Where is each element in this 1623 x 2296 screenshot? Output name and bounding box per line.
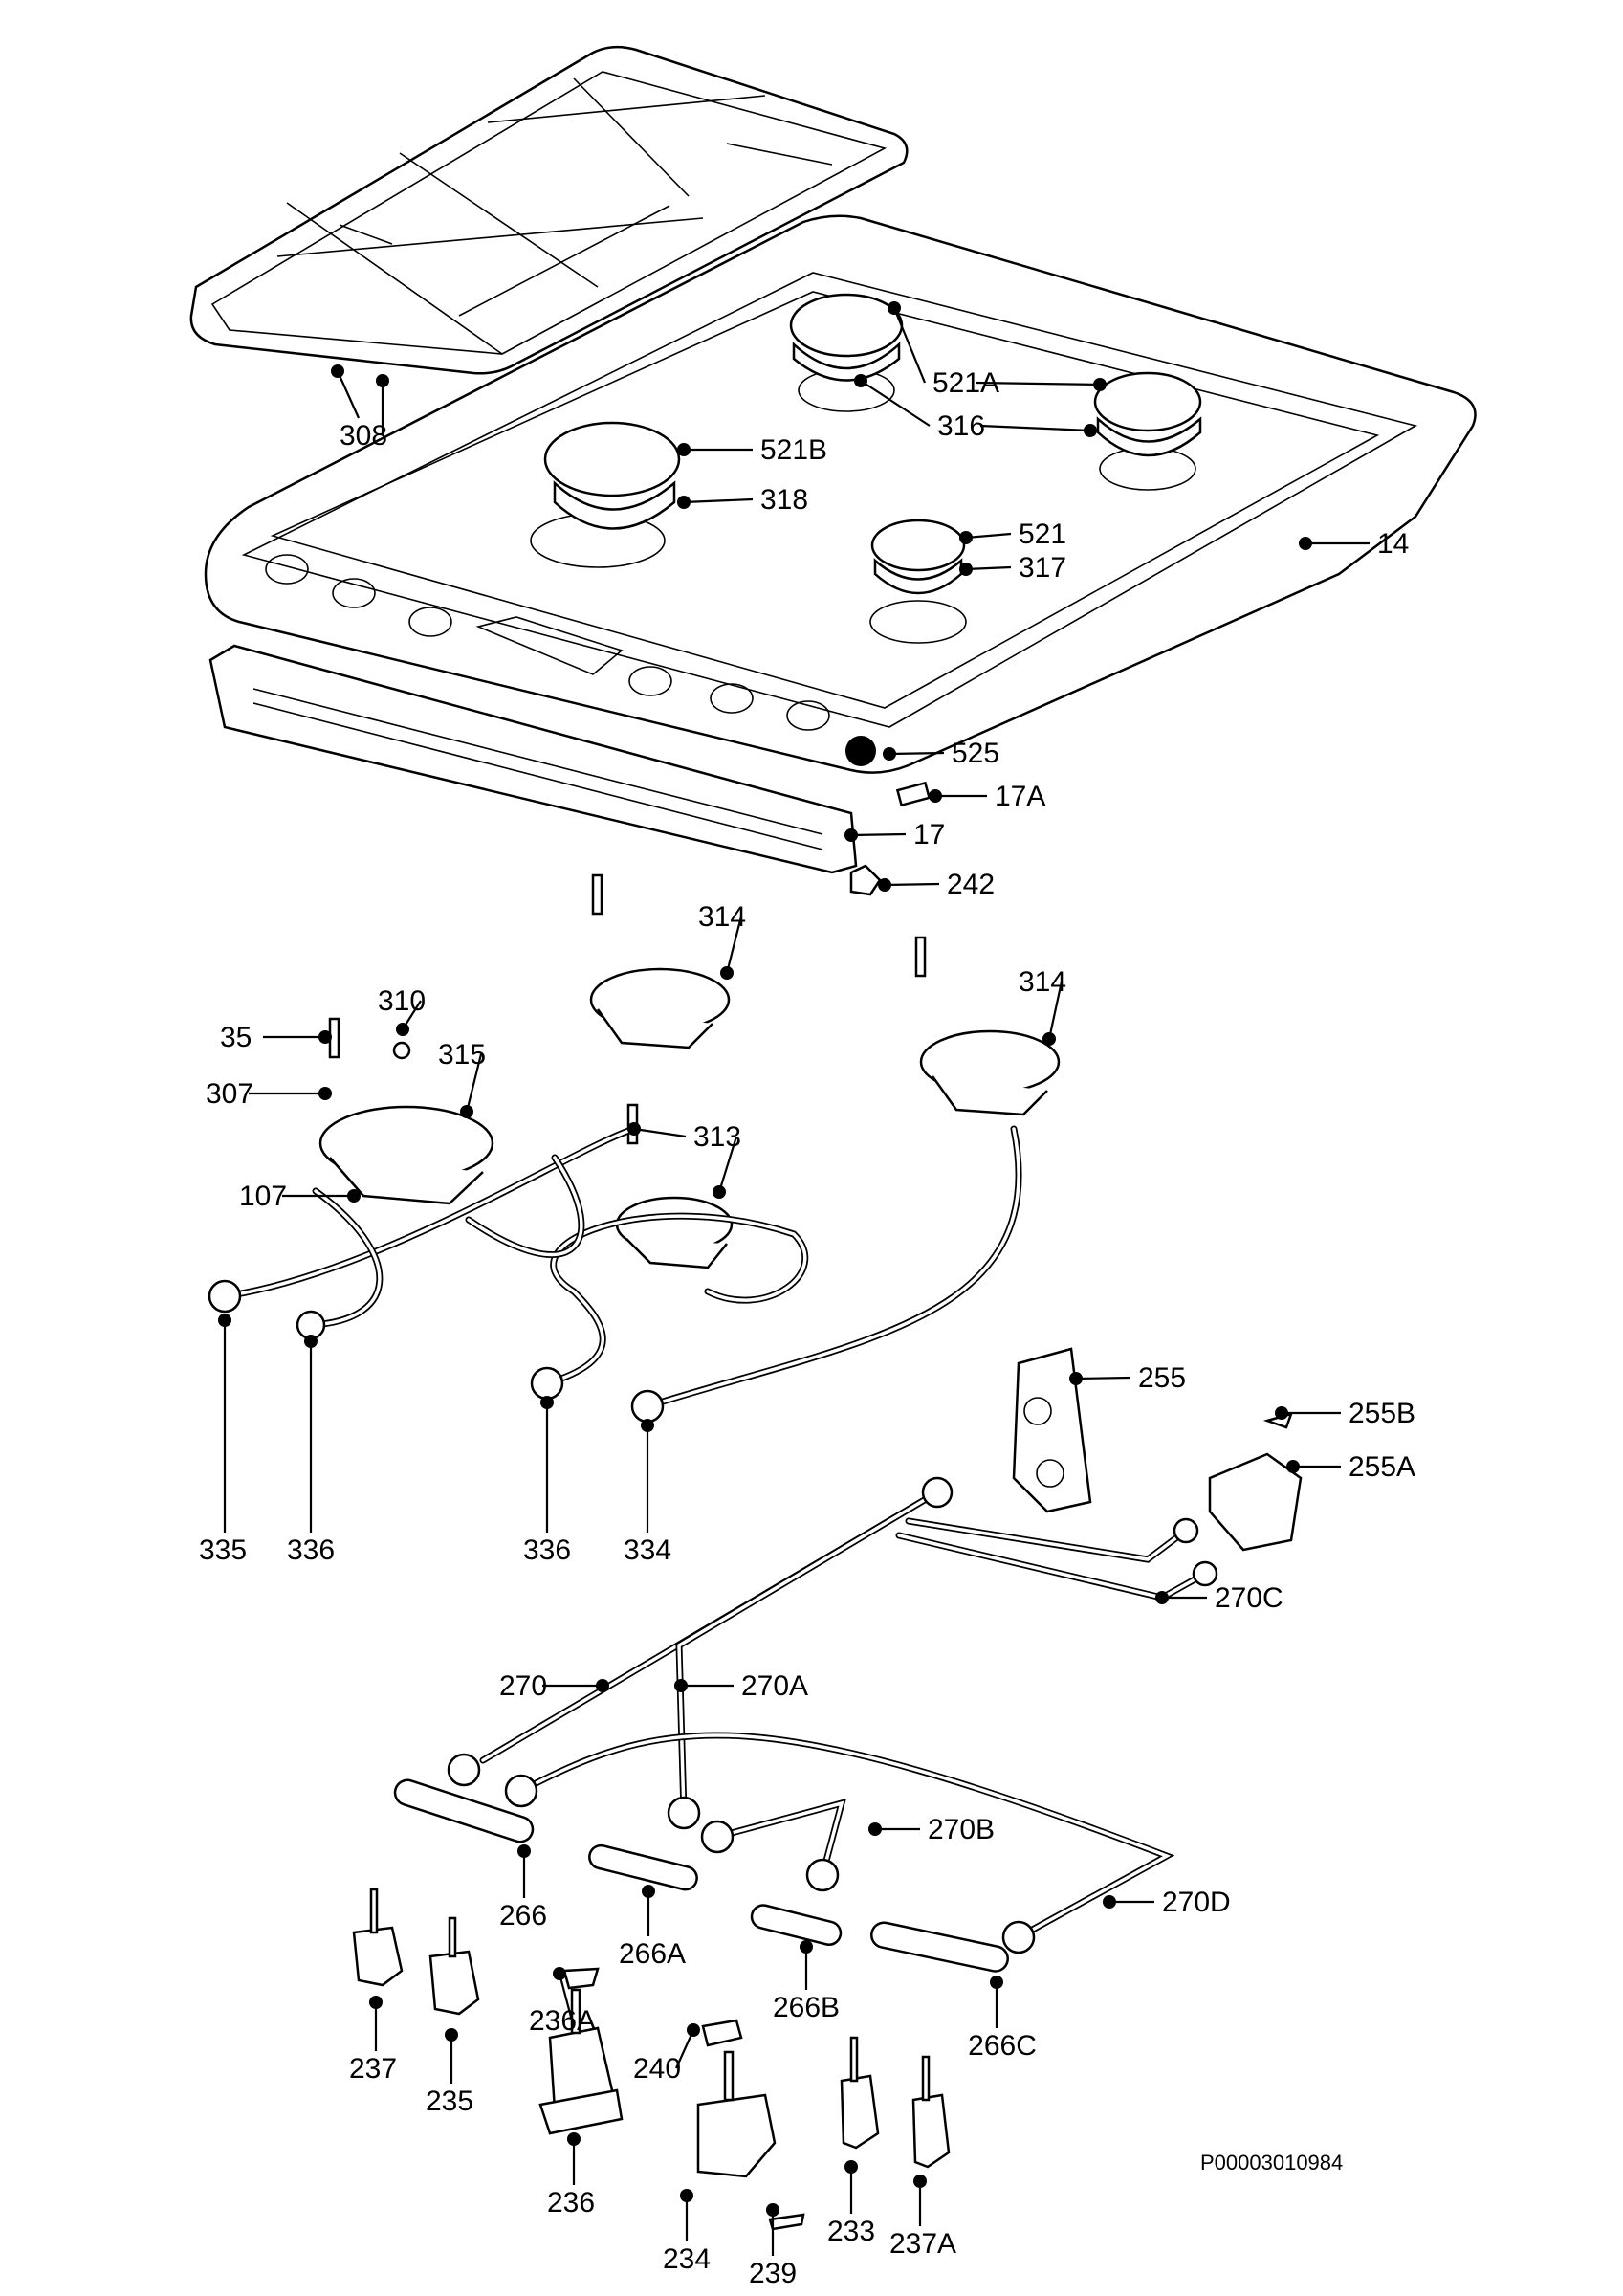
callout-label-c335: 335 bbox=[199, 1534, 247, 1566]
callout-label-c240: 240 bbox=[633, 2053, 681, 2085]
callout-label-c255A: 255A bbox=[1349, 1451, 1415, 1483]
callout-label-c270: 270 bbox=[499, 1670, 547, 1702]
burner-caps bbox=[543, 293, 1202, 595]
callout-label-c307: 307 bbox=[206, 1078, 253, 1110]
callout-leader-c317 bbox=[965, 565, 1012, 571]
drawing-code: P00003010984 bbox=[1200, 2151, 1343, 2175]
injector-tubes bbox=[393, 1778, 1009, 1973]
callout-label-c270D: 270D bbox=[1162, 1887, 1231, 1918]
callout-label-c14: 14 bbox=[1377, 528, 1409, 560]
callout-label-c317: 317 bbox=[1019, 552, 1066, 584]
part-callouts: 308521A316521B3185213171452517A172423143… bbox=[199, 301, 1415, 2289]
callout-label-c17: 17 bbox=[913, 819, 945, 850]
callout-leader-c316_1 bbox=[860, 380, 931, 427]
callout-label-c313_1: 313 bbox=[693, 1121, 741, 1153]
ignition-button bbox=[845, 736, 876, 766]
callout-label-c234: 234 bbox=[663, 2243, 711, 2275]
callout-leader-c313_2 bbox=[717, 1136, 738, 1193]
callout-label-c235: 235 bbox=[426, 2086, 473, 2117]
callout-label-c314_2: 314 bbox=[1019, 966, 1066, 998]
hob-top bbox=[204, 214, 1477, 774]
callout-label-c310: 310 bbox=[378, 985, 426, 1017]
callout-leader-c313_1 bbox=[633, 1127, 687, 1138]
callout-label-c270B: 270B bbox=[928, 1814, 995, 1845]
callout-label-c107: 107 bbox=[239, 1181, 287, 1212]
callout-label-c239: 239 bbox=[749, 2258, 797, 2289]
control-panel bbox=[208, 644, 932, 896]
callout-label-c308: 308 bbox=[340, 420, 387, 452]
burner-bodies bbox=[318, 873, 1061, 1269]
callout-label-c334: 334 bbox=[624, 1534, 671, 1566]
callout-label-c237: 237 bbox=[349, 2053, 397, 2085]
callout-label-c236: 236 bbox=[547, 2187, 595, 2219]
callout-label-c236A: 236A bbox=[529, 2005, 596, 2037]
callout-label-c336_1: 336 bbox=[287, 1534, 335, 1566]
callout-label-c315: 315 bbox=[438, 1039, 486, 1071]
callout-leader-c255 bbox=[1075, 1376, 1131, 1380]
callout-leader-c521A_1 bbox=[892, 307, 927, 384]
callout-leader-c521A_2 bbox=[975, 381, 1101, 386]
knob-recesses bbox=[265, 554, 830, 731]
callout-label-c336_2: 336 bbox=[523, 1534, 571, 1566]
callout-label-c270A: 270A bbox=[741, 1670, 808, 1702]
callout-label-c255B: 255B bbox=[1349, 1398, 1415, 1429]
callout-label-c318: 318 bbox=[760, 484, 808, 516]
callout-leader-c315 bbox=[465, 1053, 483, 1113]
burner-supply-pipes bbox=[208, 1125, 1022, 1424]
callout-label-c266C: 266C bbox=[968, 2030, 1037, 2062]
pan-support-grid bbox=[189, 45, 909, 375]
callout-label-c266A: 266A bbox=[619, 1938, 686, 1970]
callout-label-c266B: 266B bbox=[773, 1992, 840, 2023]
callout-label-c35: 35 bbox=[220, 1022, 252, 1053]
callout-leader-c236A bbox=[558, 1973, 574, 2021]
callout-leader-c242 bbox=[884, 882, 940, 887]
callout-leader-c521 bbox=[965, 532, 1012, 540]
callout-leader-c308-b bbox=[336, 370, 361, 419]
callout-leader-c316_2 bbox=[979, 424, 1091, 432]
callout-label-c314_1: 314 bbox=[698, 901, 746, 933]
callout-label-c17A: 17A bbox=[995, 781, 1045, 812]
callout-label-c233: 233 bbox=[827, 2216, 875, 2247]
callout-leader-c318 bbox=[683, 497, 754, 504]
callout-label-c270C: 270C bbox=[1215, 1582, 1283, 1614]
callout-leader-c240 bbox=[674, 2029, 695, 2069]
callout-label-c525: 525 bbox=[952, 738, 999, 769]
callout-label-c521B: 521B bbox=[760, 434, 827, 466]
callout-leader-c314_2 bbox=[1047, 981, 1064, 1040]
callout-leader-c525 bbox=[888, 751, 945, 756]
gas-taps bbox=[352, 1888, 951, 2231]
callout-label-c255: 255 bbox=[1138, 1362, 1186, 1394]
manifold-pipes bbox=[447, 1476, 1218, 1954]
callout-leader-c17 bbox=[850, 832, 907, 837]
callout-label-c521: 521 bbox=[1019, 519, 1066, 550]
callout-label-c237A: 237A bbox=[889, 2228, 956, 2260]
callout-label-c316_1: 316 bbox=[937, 410, 985, 442]
callout-leader-c310 bbox=[402, 1000, 422, 1030]
callout-label-c242: 242 bbox=[947, 869, 995, 900]
callout-label-c266: 266 bbox=[499, 1900, 547, 1932]
callout-leader-c314_1 bbox=[725, 916, 743, 974]
